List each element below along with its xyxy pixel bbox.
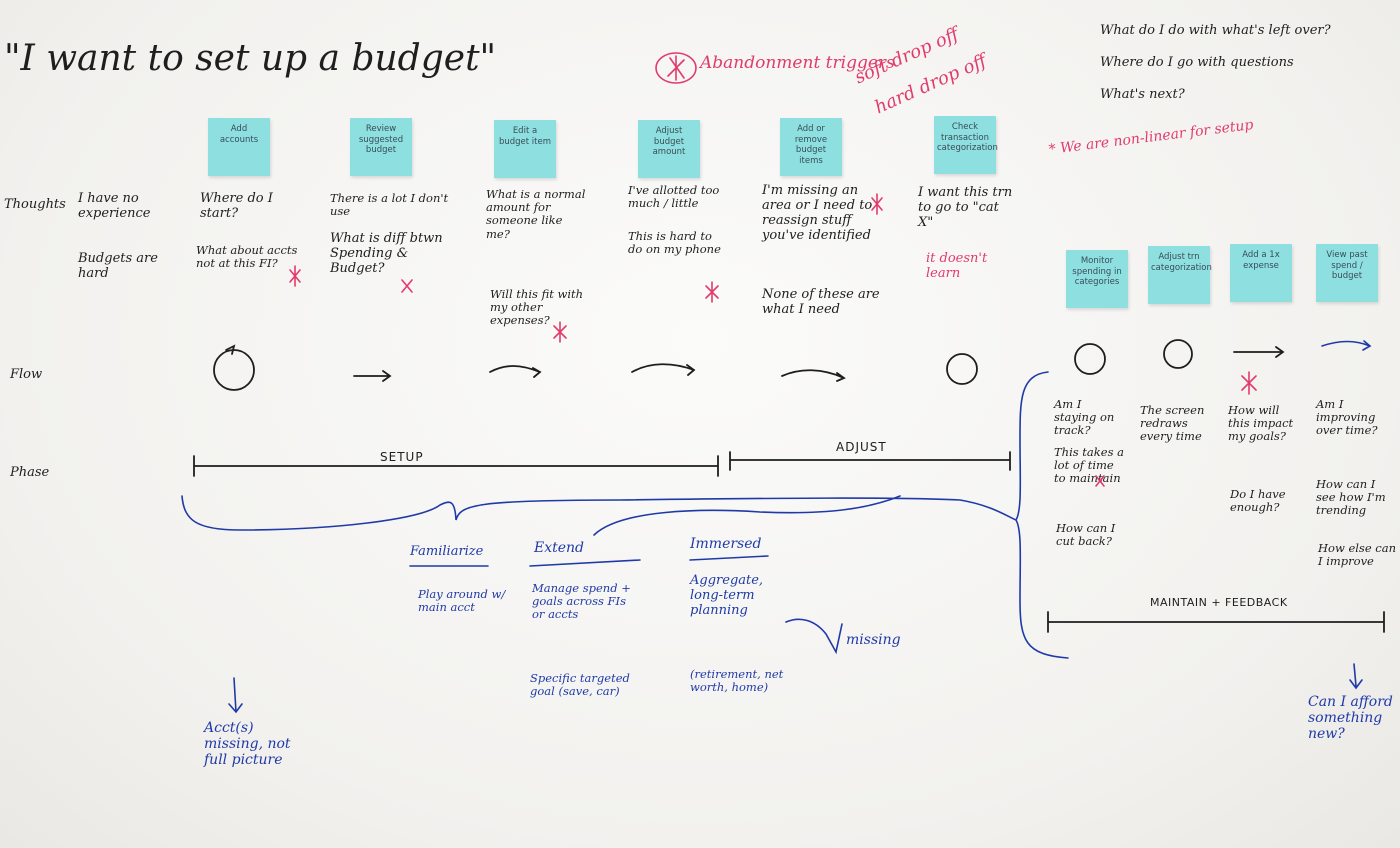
missing-arrow	[785, 618, 843, 655]
maintain-bracket	[1047, 611, 1385, 633]
thought: What is a normal amount for someone like…	[486, 187, 586, 241]
intro-thought: I have no experience	[78, 191, 151, 221]
phase-maintain: MAINTAIN + FEEDBACK	[1150, 596, 1288, 609]
cycle-icon	[946, 353, 978, 385]
extend-arc	[593, 495, 901, 536]
asterisk-icon	[705, 281, 719, 303]
missing-label: missing	[846, 632, 901, 648]
cycle-icon	[213, 349, 255, 391]
sticky-add-expense: Add a 1x expense	[1230, 244, 1292, 302]
sticky-review-budget: Review suggested budget	[350, 118, 412, 176]
sticky-check-categorization: Check transaction categorization	[934, 116, 998, 174]
phase-setup: SETUP	[380, 450, 424, 464]
asterisk-icon	[1241, 371, 1257, 395]
arrow-icon	[353, 370, 392, 382]
setup-bracket	[193, 455, 719, 477]
wavy-arrow-icon	[631, 363, 696, 376]
stage-note: Aggregate, long-term planning	[690, 573, 764, 618]
board-title: "I want to set up a budget"	[4, 38, 497, 79]
question-next: What's next?	[1100, 87, 1185, 102]
down-arrow-icon	[1349, 663, 1363, 690]
thought: How will this impact my goals?	[1228, 403, 1294, 444]
abandonment-label: Abandonment triggers	[700, 53, 895, 73]
abandonment-icon	[655, 52, 697, 84]
thought: I want this trn to go to "cat X"	[918, 185, 1013, 230]
thought: None of these are what I need	[762, 287, 880, 317]
thought: Will this fit with my other expenses?	[490, 287, 584, 328]
adjust-bracket	[729, 451, 1011, 471]
thought: How can I cut back?	[1056, 521, 1116, 549]
stage-note: (retirement, net worth, home)	[690, 667, 784, 695]
thought: This is hard to do on my phone	[628, 229, 721, 257]
row-label-thoughts: Thoughts	[4, 197, 66, 212]
sticky-adjust-trn: Adjust trn categorization	[1148, 246, 1212, 304]
sticky-add-remove-items: Add or remove budget items	[780, 118, 842, 176]
thought: This takes a lot of time to maintain	[1054, 445, 1124, 486]
wavy-arrow-icon	[1233, 346, 1285, 358]
asterisk-icon	[289, 265, 301, 287]
asterisk-icon	[553, 321, 567, 343]
stage-note: Manage spend + goals across FIs or accts	[532, 581, 631, 622]
stage-extend-heading: Extend	[534, 540, 585, 556]
row-label-phase: Phase	[10, 465, 50, 480]
thought: The screen redraws every time	[1140, 403, 1205, 444]
thought: What about accts not at this FI?	[196, 243, 298, 271]
sticky-adjust-amount: Adjust budget amount	[638, 120, 700, 178]
stage-familiarize-heading: Familiarize	[410, 544, 484, 559]
thought: Where do I start?	[200, 191, 273, 221]
wavy-arrow-icon	[489, 365, 542, 378]
asterisk-icon	[871, 193, 883, 215]
thought: Am I staying on track?	[1054, 397, 1115, 438]
thought: I've allotted too much / little	[628, 183, 720, 211]
sticky-view-past: View past spend / budget	[1316, 244, 1378, 302]
question-leftover: What do I do with what's left over?	[1100, 23, 1331, 38]
down-arrow-icon	[228, 677, 243, 714]
thought: How can I see how I'm trending	[1316, 477, 1386, 518]
thought: I'm missing an area or I need to reassig…	[762, 183, 873, 243]
stage-note: Specific targeted goal (save, car)	[530, 671, 630, 699]
sticky-edit-item: Edit a budget item	[494, 120, 556, 178]
row-label-flow: Flow	[10, 367, 43, 382]
stage-note: Play around w/ main acct	[418, 587, 506, 615]
underline	[529, 559, 641, 567]
sticky-monitor-spending: Monitor spending in categories	[1066, 250, 1128, 308]
thought: What is diff btwn Spending & Budget?	[330, 231, 443, 276]
acct-missing-note: Acct(s) missing, not full picture	[204, 720, 291, 769]
wavy-arrow-icon	[1321, 340, 1372, 351]
asterisk-icon	[667, 55, 685, 81]
vertical-bracket	[1015, 371, 1069, 659]
afford-note: Can I afford something new?	[1308, 694, 1393, 743]
cycle-arrowhead	[225, 344, 236, 355]
asterisk-icon	[1095, 475, 1105, 487]
wavy-arrow-icon	[781, 369, 846, 382]
phase-adjust: ADJUST	[836, 440, 887, 454]
thought: Am I improving over time?	[1316, 397, 1378, 438]
stage-bracket	[181, 495, 1017, 531]
cycle-icon	[1074, 343, 1106, 375]
cycle-icon	[1163, 339, 1193, 369]
question-where: Where do I go with questions	[1100, 55, 1294, 70]
stage-immersed-heading: Immersed	[690, 536, 762, 552]
thought: Do I have enough?	[1230, 487, 1286, 515]
intro-thought: Budgets are hard	[78, 251, 158, 281]
sticky-add-accounts: Add accounts	[208, 118, 270, 176]
asterisk-icon	[401, 279, 413, 293]
thought-red: it doesn't learn	[926, 251, 988, 281]
thought: There is a lot I don't use	[330, 191, 449, 219]
underline	[689, 555, 769, 561]
thought: How else can I improve	[1318, 541, 1397, 569]
